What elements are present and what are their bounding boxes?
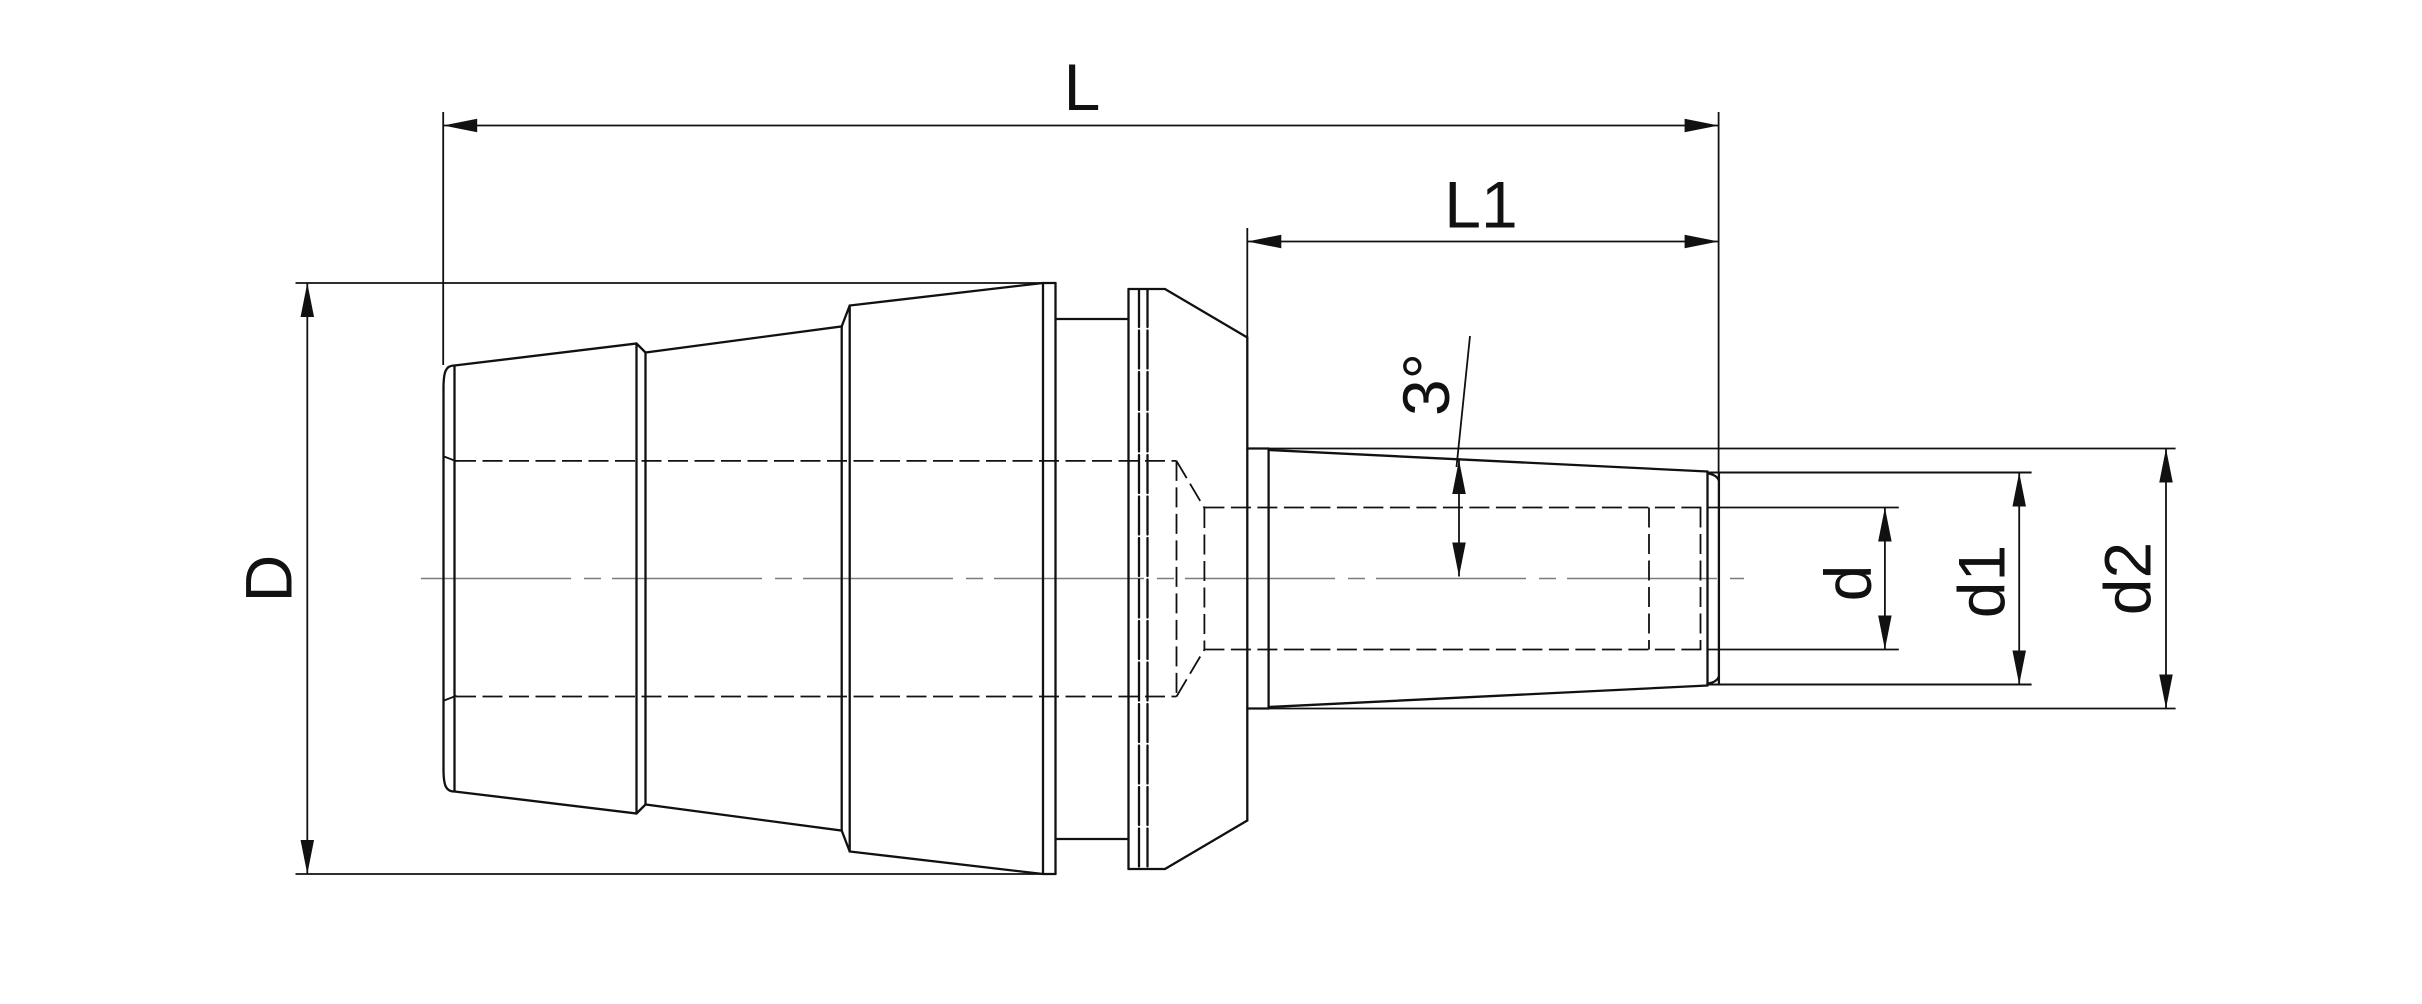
svg-text:d: d: [1811, 565, 1885, 602]
svg-text:L1: L1: [1444, 168, 1517, 242]
svg-text:L: L: [1064, 50, 1101, 124]
svg-text:D: D: [232, 555, 306, 603]
svg-text:d1: d1: [1945, 545, 2019, 618]
svg-text:3°: 3°: [1389, 353, 1463, 416]
svg-text:d2: d2: [2091, 542, 2165, 615]
